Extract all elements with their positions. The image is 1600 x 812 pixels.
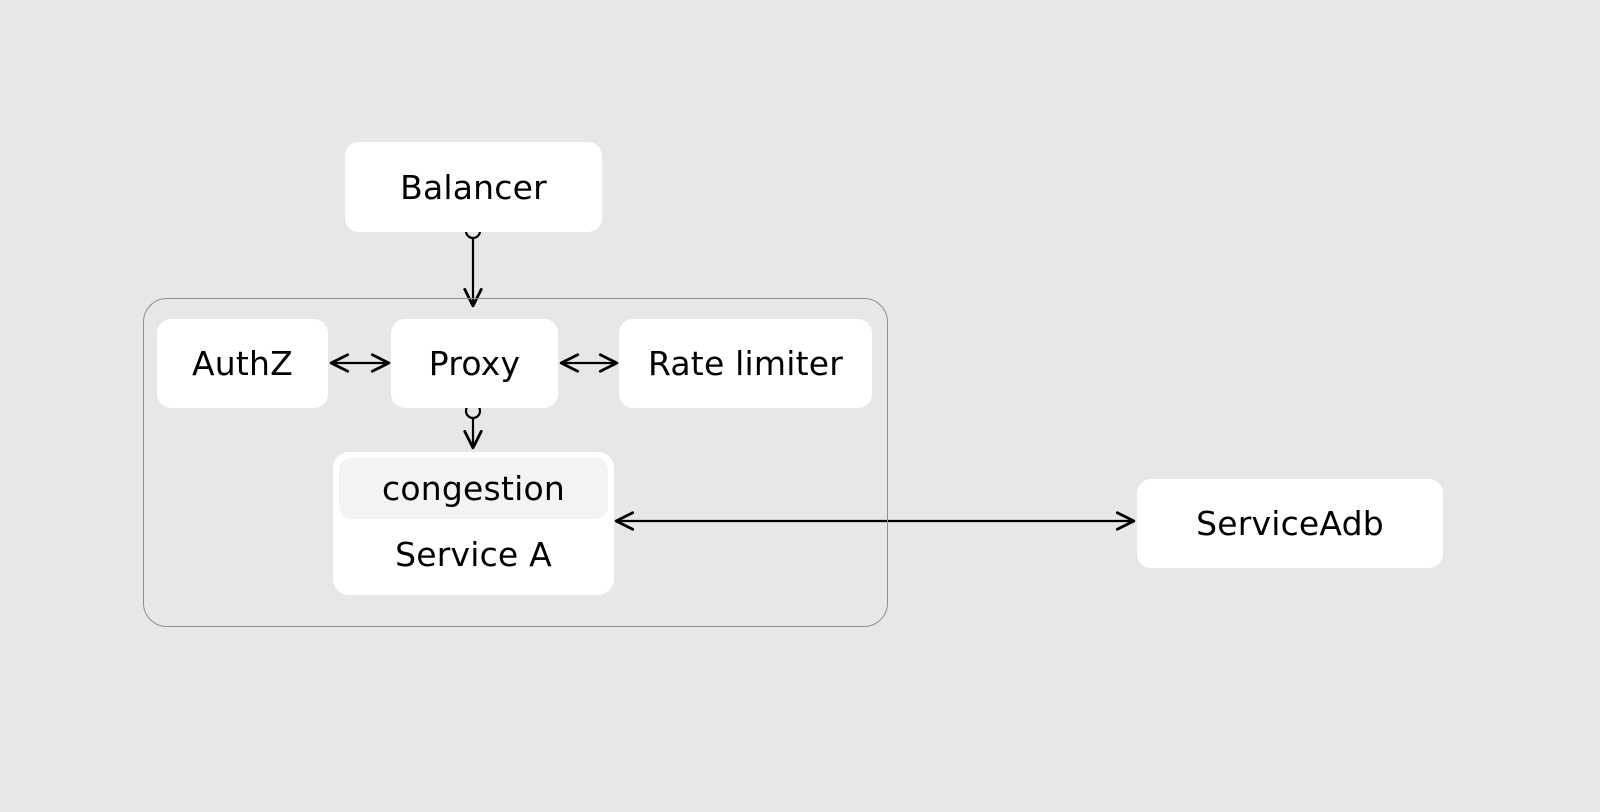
edge-balancer-to-proxy xyxy=(463,222,483,308)
node-service-a-congestion-label: congestion xyxy=(382,469,565,508)
node-service-a-congestion-chip[interactable]: congestion xyxy=(339,458,608,519)
node-authz-label: AuthZ xyxy=(192,344,293,383)
cluster-boundary xyxy=(143,298,888,627)
node-service-a-label-wrap: Service A xyxy=(339,519,608,589)
node-balancer[interactable]: Balancer xyxy=(345,142,602,232)
node-rate-limiter[interactable]: Rate limiter xyxy=(619,319,872,408)
node-service-a[interactable]: congestion Service A xyxy=(333,452,614,595)
node-proxy-label: Proxy xyxy=(428,344,521,383)
node-serviceadb[interactable]: ServiceAdb xyxy=(1137,479,1443,568)
node-authz[interactable]: AuthZ xyxy=(157,319,328,408)
node-proxy[interactable]: Proxy xyxy=(391,319,558,408)
node-serviceadb-label: ServiceAdb xyxy=(1196,504,1384,543)
node-service-a-label: Service A xyxy=(395,534,552,574)
node-balancer-label: Balancer xyxy=(400,167,547,207)
node-rate-limiter-label: Rate limiter xyxy=(647,344,844,383)
